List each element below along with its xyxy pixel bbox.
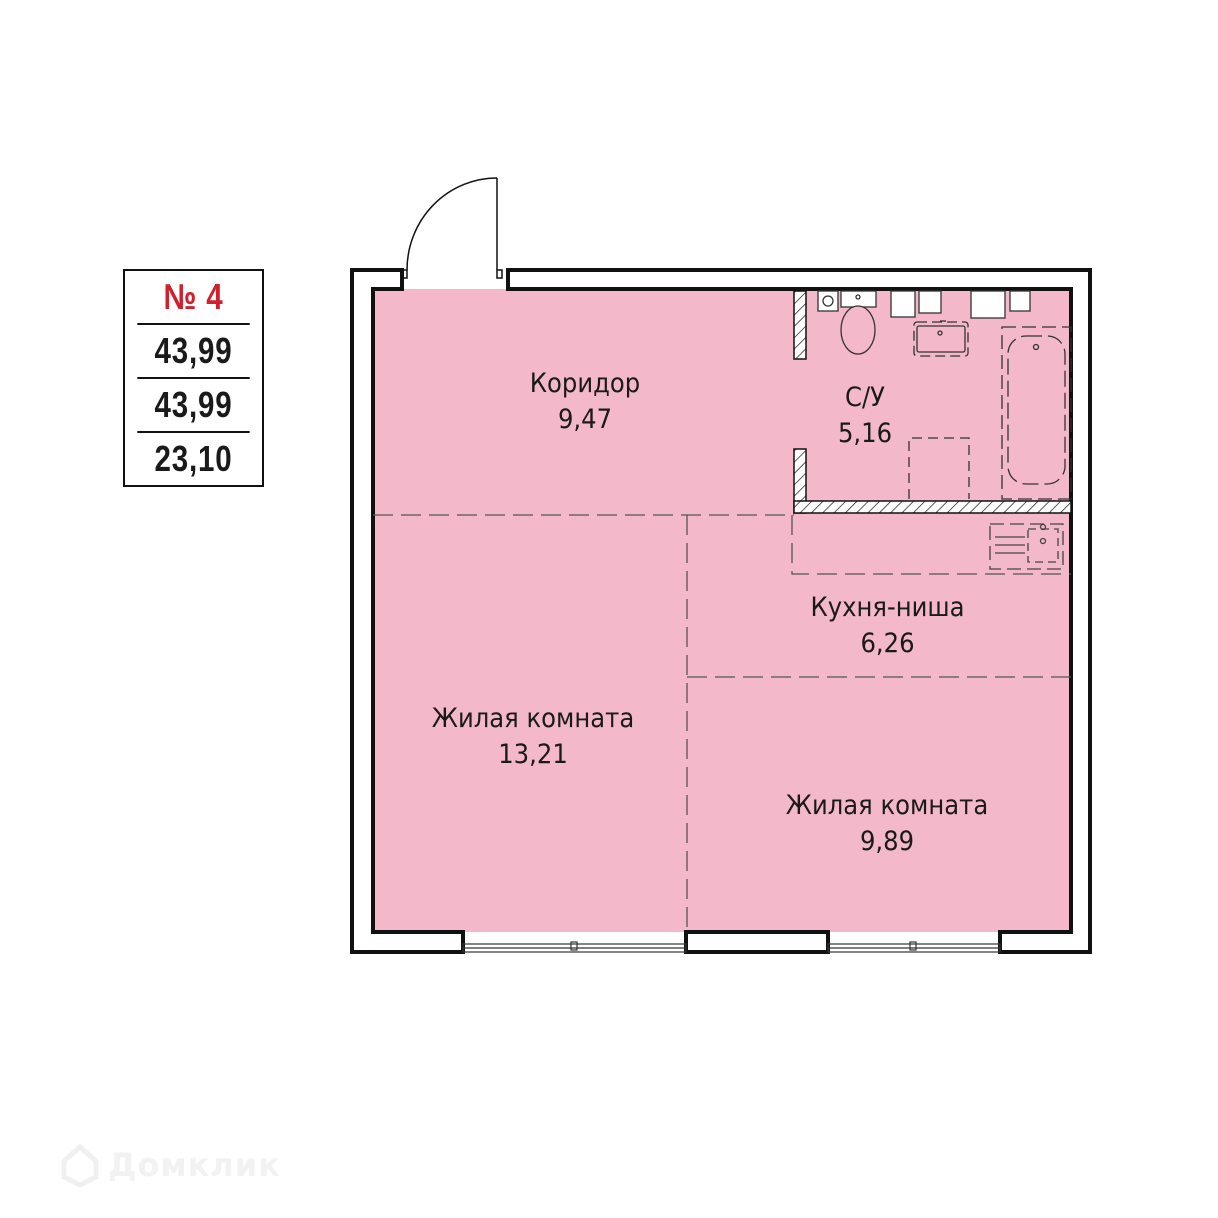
watermark: Домклик <box>60 1140 290 1190</box>
room-label-living-room-2: Жилая комната 9,89 <box>775 788 1000 860</box>
apartment-floor <box>373 289 1071 932</box>
house-logo-icon <box>61 1143 99 1187</box>
windows <box>462 941 1001 953</box>
room-name: Коридор <box>529 368 641 399</box>
room-area: 6,26 <box>860 628 915 659</box>
total-area: 43,99 <box>137 325 250 379</box>
bathroom-walls <box>793 290 1072 514</box>
room-area: 9,89 <box>859 826 915 857</box>
bathroom-fixtures <box>817 290 1072 500</box>
room-name: Жилая комната <box>431 703 635 734</box>
area-with-balcony: 43,99 <box>137 379 250 433</box>
living-area: 23,10 <box>154 438 233 479</box>
watermark-text: Домклик <box>108 1146 281 1184</box>
room-area: 5,16 <box>837 418 893 449</box>
room-divisions <box>373 514 1071 932</box>
room-label-living-room-1: Жилая комната 13,21 <box>421 701 646 773</box>
stove-icon <box>989 523 1064 570</box>
room-label-bathroom: С/У 5,16 <box>820 380 910 452</box>
room-name: С/У <box>845 382 885 413</box>
room-area: 13,21 <box>498 739 568 770</box>
room-label-kitchen: Кухня-ниша 6,26 <box>791 590 985 662</box>
apartment-number: № 4 <box>137 271 250 325</box>
room-name: Кухня-ниша <box>810 592 965 623</box>
entrance-door <box>401 177 503 279</box>
room-name: Жилая комната <box>785 790 989 821</box>
room-area: 9,47 <box>557 404 613 435</box>
apartment-info-table: № 4 43,99 43,99 23,10 <box>123 269 264 487</box>
room-label-corridor: Коридор 9,47 <box>509 366 662 438</box>
